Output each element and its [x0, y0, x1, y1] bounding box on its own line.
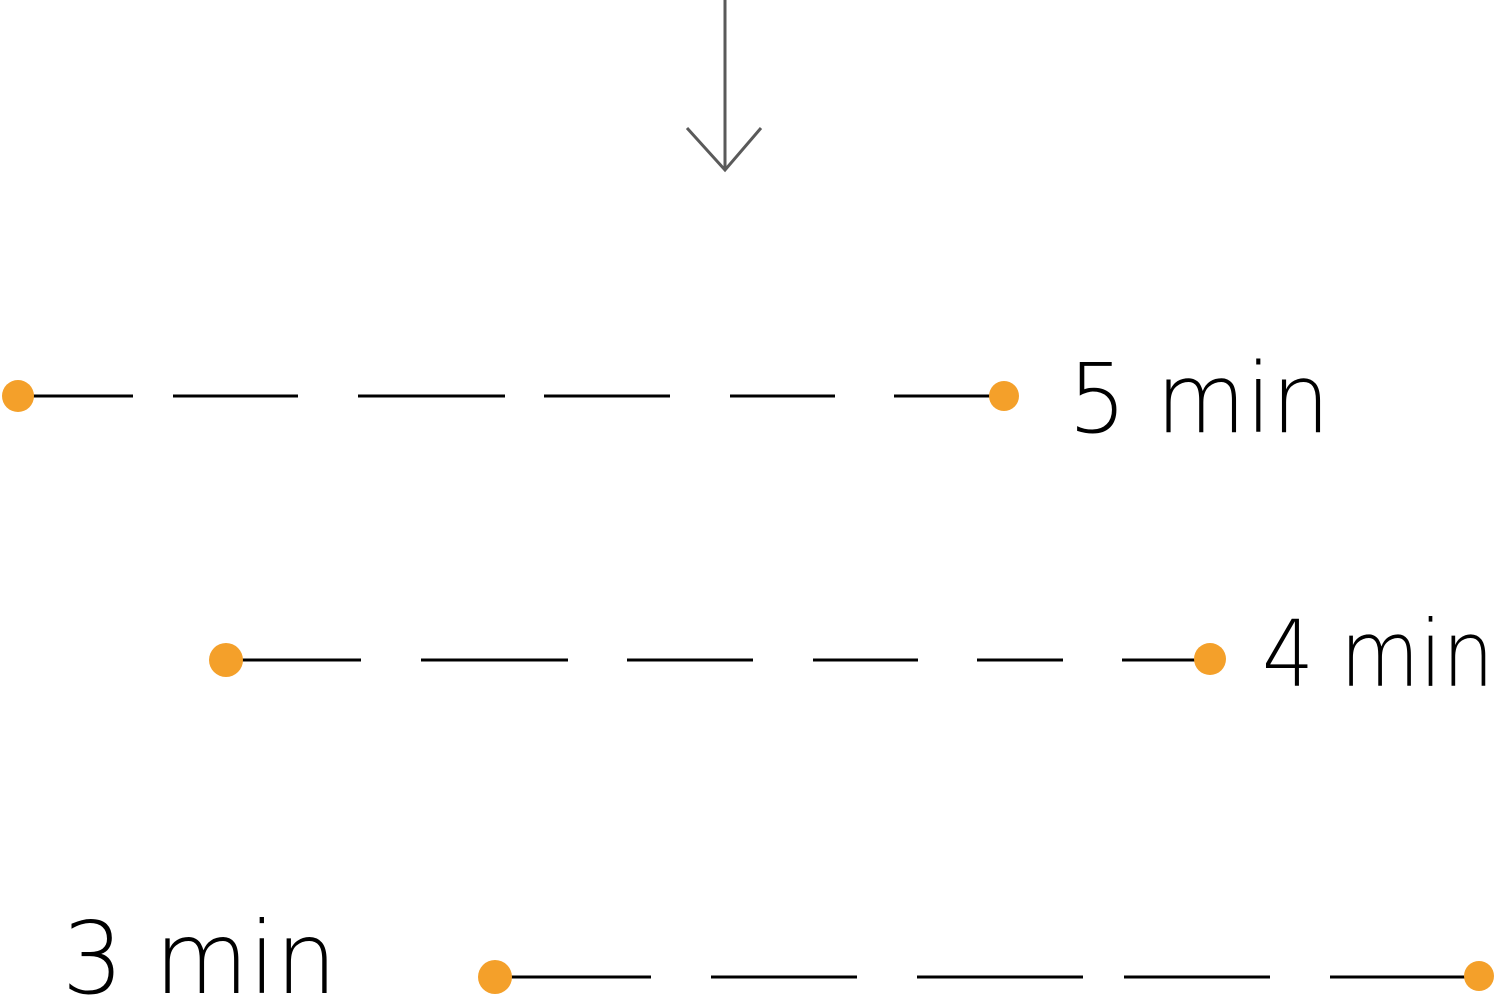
row-2-label: 4 min	[1262, 601, 1494, 708]
row-3-label: 3 min	[62, 900, 337, 1000]
timeline-row-3: 3 min	[62, 900, 1494, 1000]
end-dot	[1194, 643, 1226, 675]
timeline-row-2: 4 min	[209, 601, 1494, 708]
start-dot	[2, 380, 34, 412]
start-dot	[478, 960, 512, 994]
end-dot	[1464, 961, 1494, 991]
down-arrow-head	[685, 126, 763, 173]
start-dot	[209, 643, 243, 677]
down-arrow-icon	[685, 0, 763, 173]
timeline-row-1: 5 min	[2, 343, 1330, 455]
end-dot	[989, 381, 1019, 411]
row-1-label: 5 min	[1068, 343, 1330, 455]
